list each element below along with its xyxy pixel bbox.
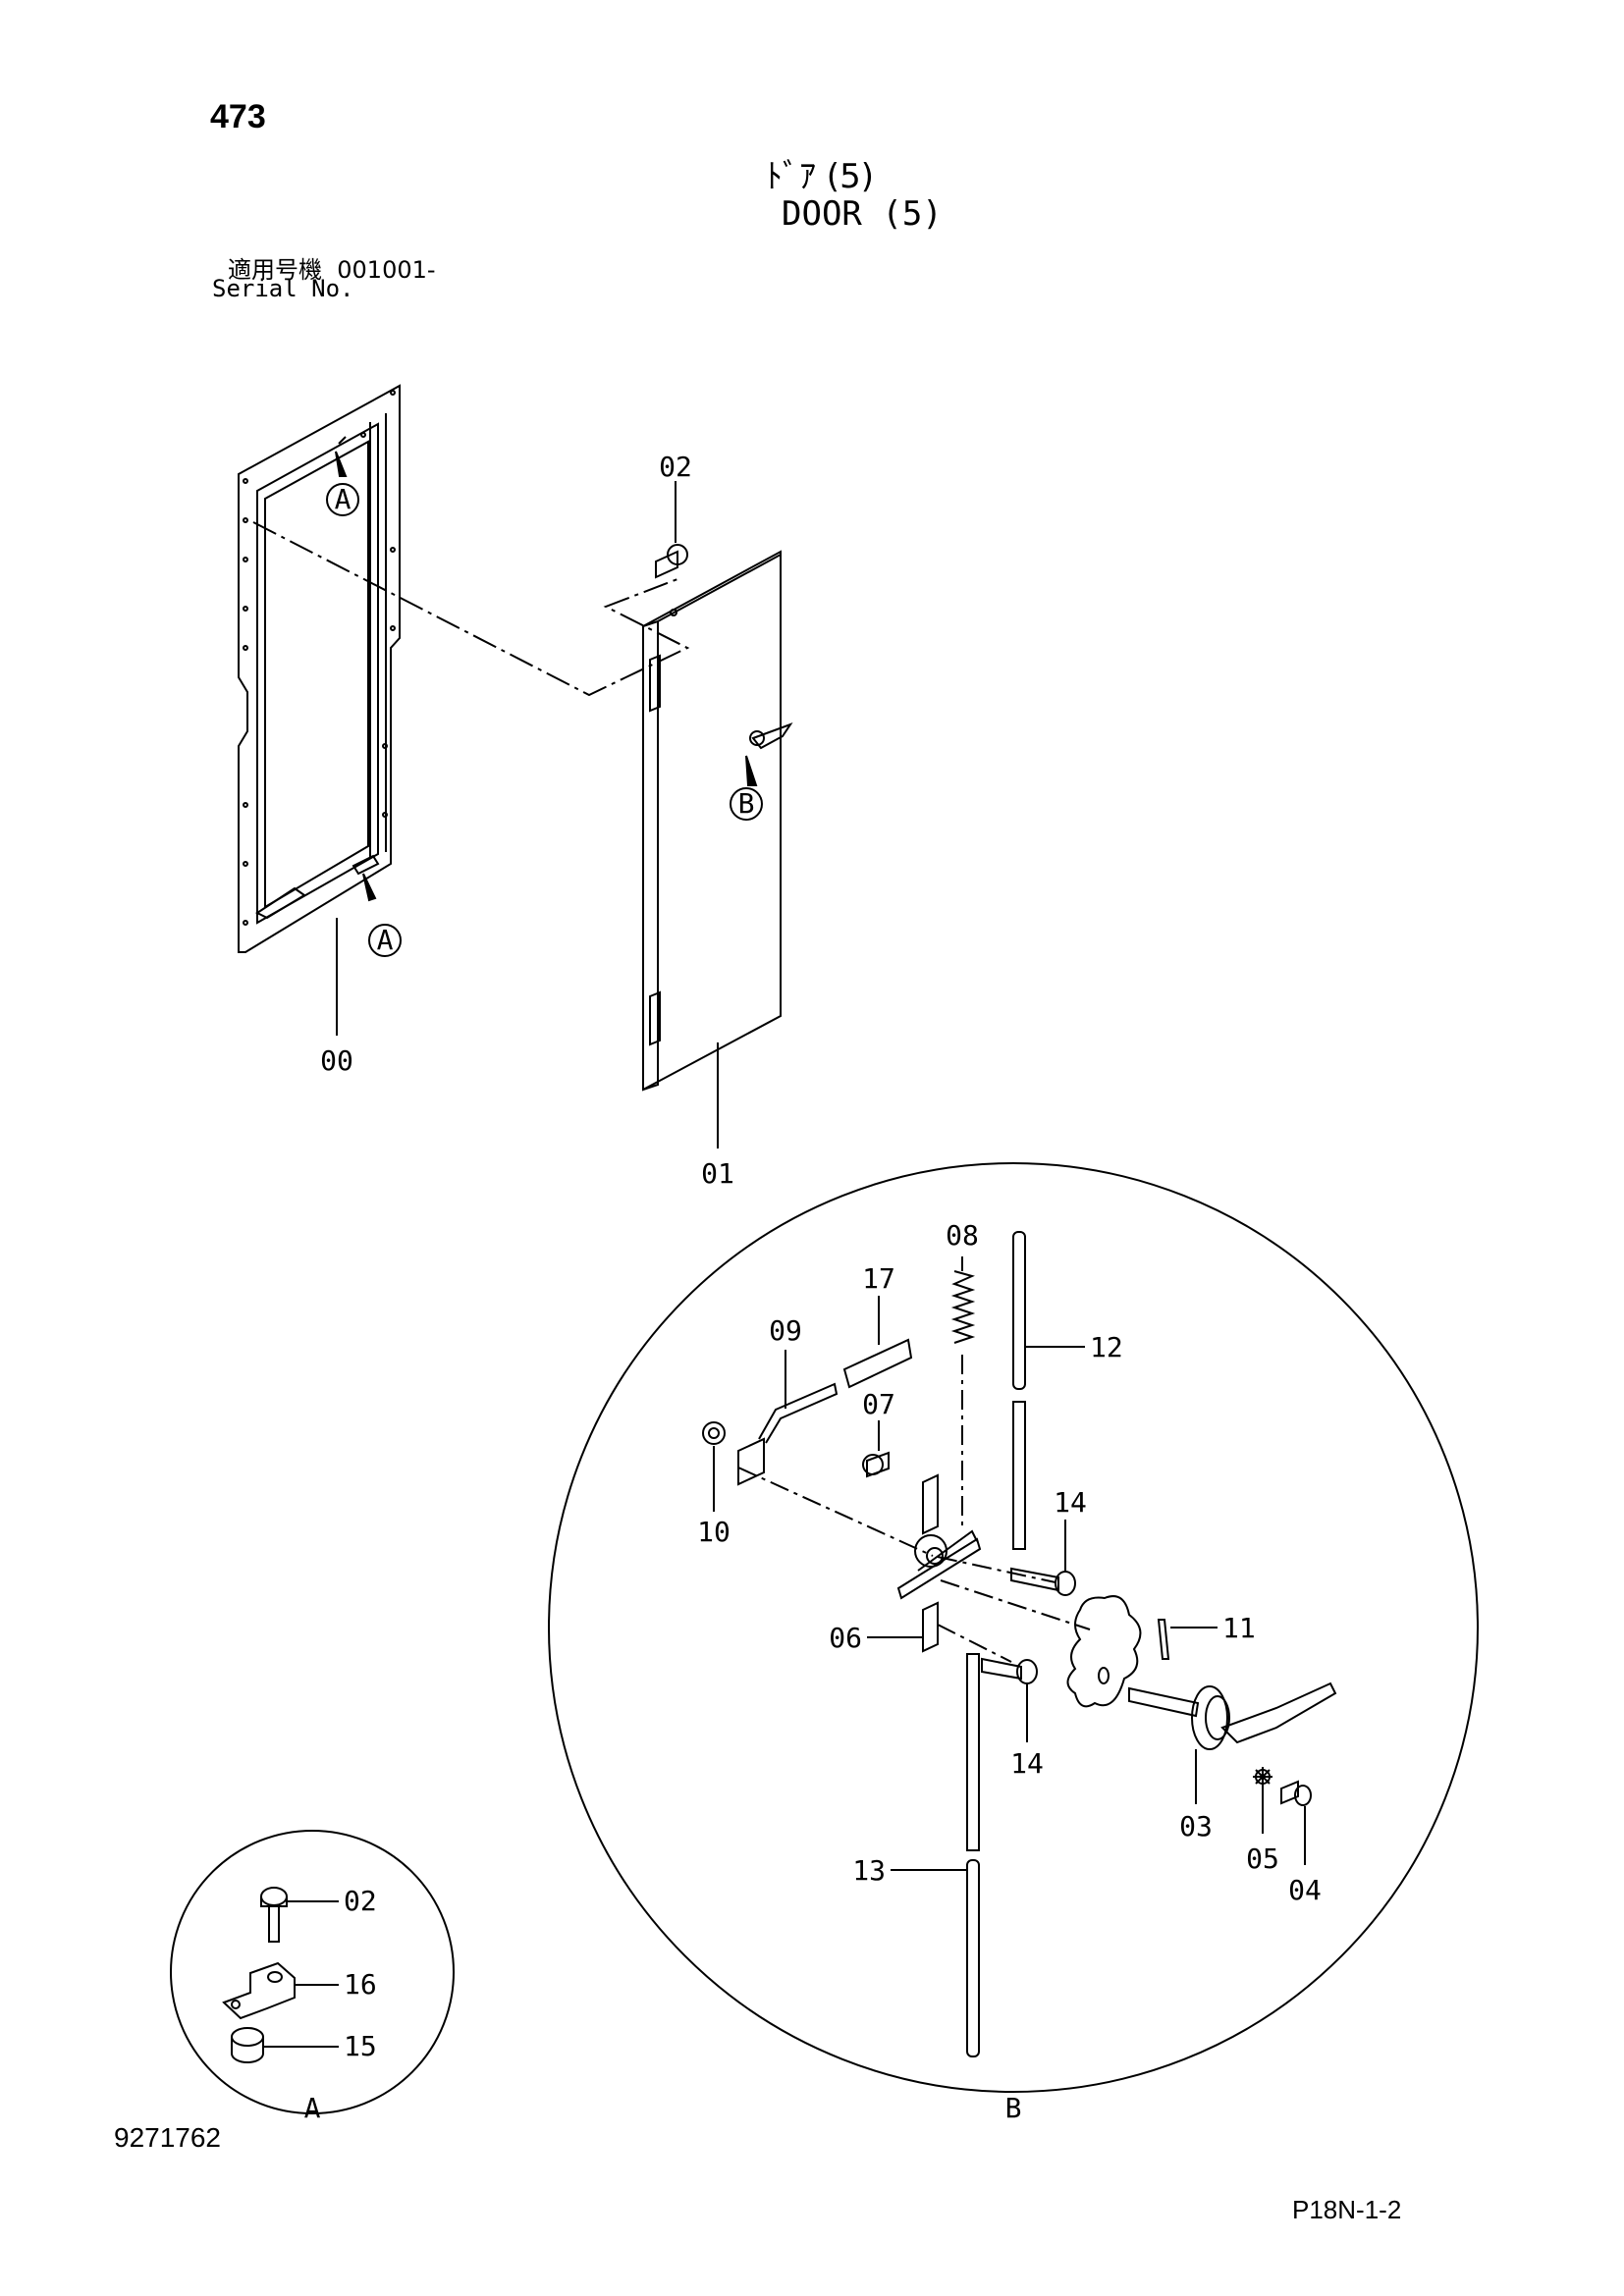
ref-a-top-label: A	[335, 483, 352, 515]
rod-13	[966, 1653, 980, 2057]
bolt-07	[862, 1451, 890, 1478]
bushing-10	[702, 1421, 726, 1445]
callout-13: 13	[852, 1854, 886, 1887]
callout-17: 17	[862, 1262, 895, 1295]
pin-14-bottom	[981, 1657, 1038, 1684]
title-japanese: ﾄﾞｱ (5)	[766, 157, 874, 196]
spring-08	[950, 1270, 976, 1344]
axis-lever	[737, 1467, 934, 1557]
axis-pin-top	[937, 1556, 1056, 1583]
callout-14b: 14	[1010, 1747, 1044, 1780]
circle-a-label: A	[304, 2092, 321, 2124]
serial-value: 001001-	[337, 256, 436, 284]
bolt-02	[655, 544, 688, 579]
callout-03: 03	[1179, 1810, 1213, 1842]
serial-label-jp-text: 適用号機	[228, 256, 322, 284]
axis-shaft	[940, 1579, 1091, 1630]
callout-09: 09	[769, 1314, 802, 1347]
cushion-15	[231, 2027, 264, 2063]
detail-circle-a	[170, 1830, 455, 2114]
detail-circle-b	[548, 1162, 1479, 2093]
callout-01: 01	[701, 1157, 734, 1190]
ref-a-bottom-label: A	[377, 924, 394, 956]
lever-09	[737, 1382, 839, 1486]
serial-label-english: Serial No.	[212, 275, 354, 302]
callout-04: 04	[1288, 1874, 1322, 1906]
callout-14a: 14	[1054, 1486, 1087, 1519]
lever-handle-03	[1128, 1682, 1337, 1750]
screw-04	[1280, 1780, 1312, 1806]
lock-washer-05	[1253, 1767, 1272, 1787]
serial-label-japanese: 適用号機 001001-	[228, 250, 436, 285]
sheet-code: P18N-1-2	[1292, 2195, 1402, 2224]
callout-02: 02	[659, 451, 692, 483]
door-cutaway	[1066, 1595, 1142, 1708]
ref-b-label: B	[738, 787, 755, 820]
rod-12	[1012, 1231, 1026, 1550]
drawing-number: 9271762	[114, 2122, 222, 2153]
bracket-16	[222, 1961, 296, 2020]
circle-b-label: B	[1005, 2092, 1022, 2124]
callout-12: 12	[1090, 1331, 1123, 1363]
door-panel	[642, 550, 793, 1092]
callout-10: 10	[697, 1516, 731, 1548]
pad-17	[842, 1338, 913, 1389]
callout-08: 08	[946, 1219, 979, 1252]
callout-a-02: 02	[344, 1885, 377, 1917]
callout-a-15: 15	[344, 2030, 377, 2062]
ref-a-bottom: A	[362, 873, 402, 957]
callout-07: 07	[862, 1388, 895, 1420]
callout-a-16: 16	[344, 1968, 377, 2001]
axis-pin-bottom	[937, 1624, 1012, 1663]
ref-b-door: B	[730, 755, 763, 821]
page-number: 473	[210, 98, 266, 135]
assembly-line	[252, 521, 690, 697]
shaft-hole	[1098, 1667, 1110, 1684]
ref-a-top: A	[326, 451, 359, 516]
door-frame	[238, 384, 401, 953]
bolt-02-detail	[260, 1887, 288, 1943]
callout-11: 11	[1222, 1612, 1256, 1644]
title-english: DOOR (5)	[782, 194, 943, 234]
callout-05: 05	[1246, 1842, 1279, 1875]
roll-pin-11	[1157, 1619, 1170, 1660]
callout-06: 06	[829, 1622, 862, 1654]
pin-14-top	[1010, 1567, 1076, 1596]
callout-00: 00	[320, 1044, 353, 1077]
